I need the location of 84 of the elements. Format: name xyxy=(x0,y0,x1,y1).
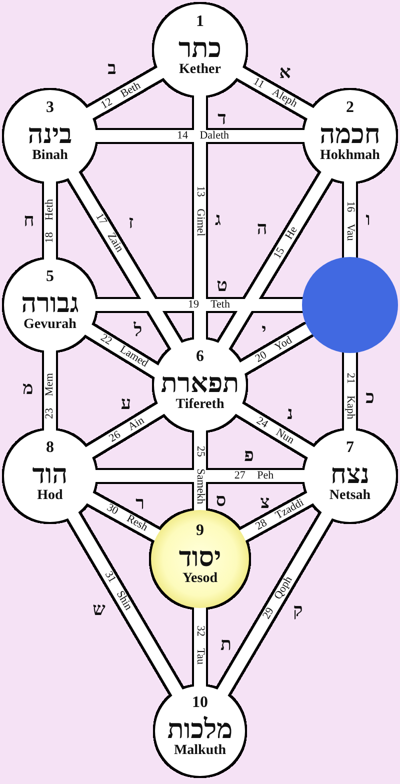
sephira-circle xyxy=(2,257,98,353)
hebrew-letter: ד xyxy=(218,109,226,127)
hebrew-name: הוד xyxy=(32,460,68,488)
path-channel xyxy=(194,94,206,342)
path-channel xyxy=(66,510,184,698)
path-channel xyxy=(344,180,356,260)
sephira-number: 7 xyxy=(346,440,354,456)
sephira-number: 2 xyxy=(346,100,354,116)
path-channel xyxy=(94,130,306,142)
sephira-number: 1 xyxy=(196,14,204,30)
sephira-name: Hokhmah xyxy=(320,148,380,162)
hebrew-letter: ז xyxy=(128,213,134,231)
hebrew-letter: ט xyxy=(216,276,228,294)
sephira-name: Netsah xyxy=(329,488,371,502)
sephira-number: 9 xyxy=(196,522,204,538)
path-channel xyxy=(94,299,304,311)
path-channel xyxy=(44,180,56,262)
hebrew-letter: ק xyxy=(293,601,303,619)
path-channel xyxy=(234,66,316,120)
sephira-circle xyxy=(152,2,248,98)
hebrew-name: גבורה xyxy=(21,290,79,316)
hebrew-letter: ב xyxy=(108,59,116,77)
path-channel xyxy=(344,350,356,432)
path-label: 19 Teth xyxy=(187,300,231,310)
sephira-circle xyxy=(152,337,248,433)
path-channel xyxy=(238,492,315,542)
path-channel xyxy=(194,428,206,512)
sephira-circle xyxy=(149,508,251,610)
hebrew-letter: ה xyxy=(256,219,268,237)
hebrew-name: נצח xyxy=(330,460,370,488)
sephira-number: 3 xyxy=(46,100,54,116)
hebrew-name: תפארת xyxy=(160,370,240,396)
hebrew-letter: ת xyxy=(220,635,232,653)
path-channel xyxy=(194,606,206,688)
path-channel xyxy=(238,322,314,374)
hebrew-name: חכמה xyxy=(320,120,380,148)
hebrew-letter: ג xyxy=(215,210,221,228)
hebrew-name: יסוד xyxy=(178,544,222,570)
path-label: 27 Peh xyxy=(233,470,275,482)
sephira-circle xyxy=(2,428,98,524)
path-channel xyxy=(67,170,183,351)
sephira-name: Tifereth xyxy=(176,398,224,412)
hebrew-letter: ח xyxy=(24,211,34,229)
hebrew-letter: מ xyxy=(22,379,34,397)
hebrew-letter: ו xyxy=(366,210,370,228)
path-label: 32 Tau xyxy=(194,624,206,666)
sephira-circle xyxy=(153,684,247,778)
path-label: 25 Samekh xyxy=(194,445,206,506)
path-channel xyxy=(85,492,162,542)
path-label: 14 Daleth xyxy=(176,130,230,142)
path-channel xyxy=(84,66,166,120)
sephira-name: Binah xyxy=(32,148,68,162)
sephira-name: Malkuth xyxy=(174,744,226,758)
path-channel xyxy=(217,170,333,351)
sephira-number: 6 xyxy=(196,348,204,364)
hebrew-letter: ס xyxy=(216,491,226,509)
sephira-number: 8 xyxy=(46,440,54,456)
sephira-number: 10 xyxy=(192,694,208,710)
path-channel xyxy=(216,510,334,698)
path-channel xyxy=(234,402,316,459)
sephira-circle xyxy=(302,88,398,184)
path-channel xyxy=(94,470,306,482)
sephira-circle xyxy=(2,88,98,184)
sephira-name: Kether xyxy=(179,62,221,76)
path-label: 18 Heth xyxy=(44,197,56,244)
sephira-name: Yesod xyxy=(182,572,218,586)
path-channel xyxy=(84,402,166,459)
filled-disc xyxy=(302,257,398,353)
hebrew-letter: פ xyxy=(244,446,254,464)
hebrew-name: בינה xyxy=(28,120,72,148)
path-label: 20 Yod xyxy=(252,334,294,366)
path-label: 21 Kaph xyxy=(344,371,356,420)
path-label: 15 He xyxy=(271,224,300,262)
sephira-number: 5 xyxy=(46,268,54,284)
path-label: 13 Gimel xyxy=(194,184,206,237)
path-label: 23 Mem xyxy=(44,372,56,420)
hebrew-name: מלכות xyxy=(167,716,233,742)
hebrew-name: כתר xyxy=(178,34,222,62)
sephira-name: Hod xyxy=(37,488,63,502)
path-channel xyxy=(44,348,56,432)
path-label: 16 Vau xyxy=(344,200,356,242)
hebrew-letter: ע xyxy=(120,394,132,412)
sephira-name: Gevurah xyxy=(24,318,76,332)
hebrew-letter: כ xyxy=(366,388,374,406)
